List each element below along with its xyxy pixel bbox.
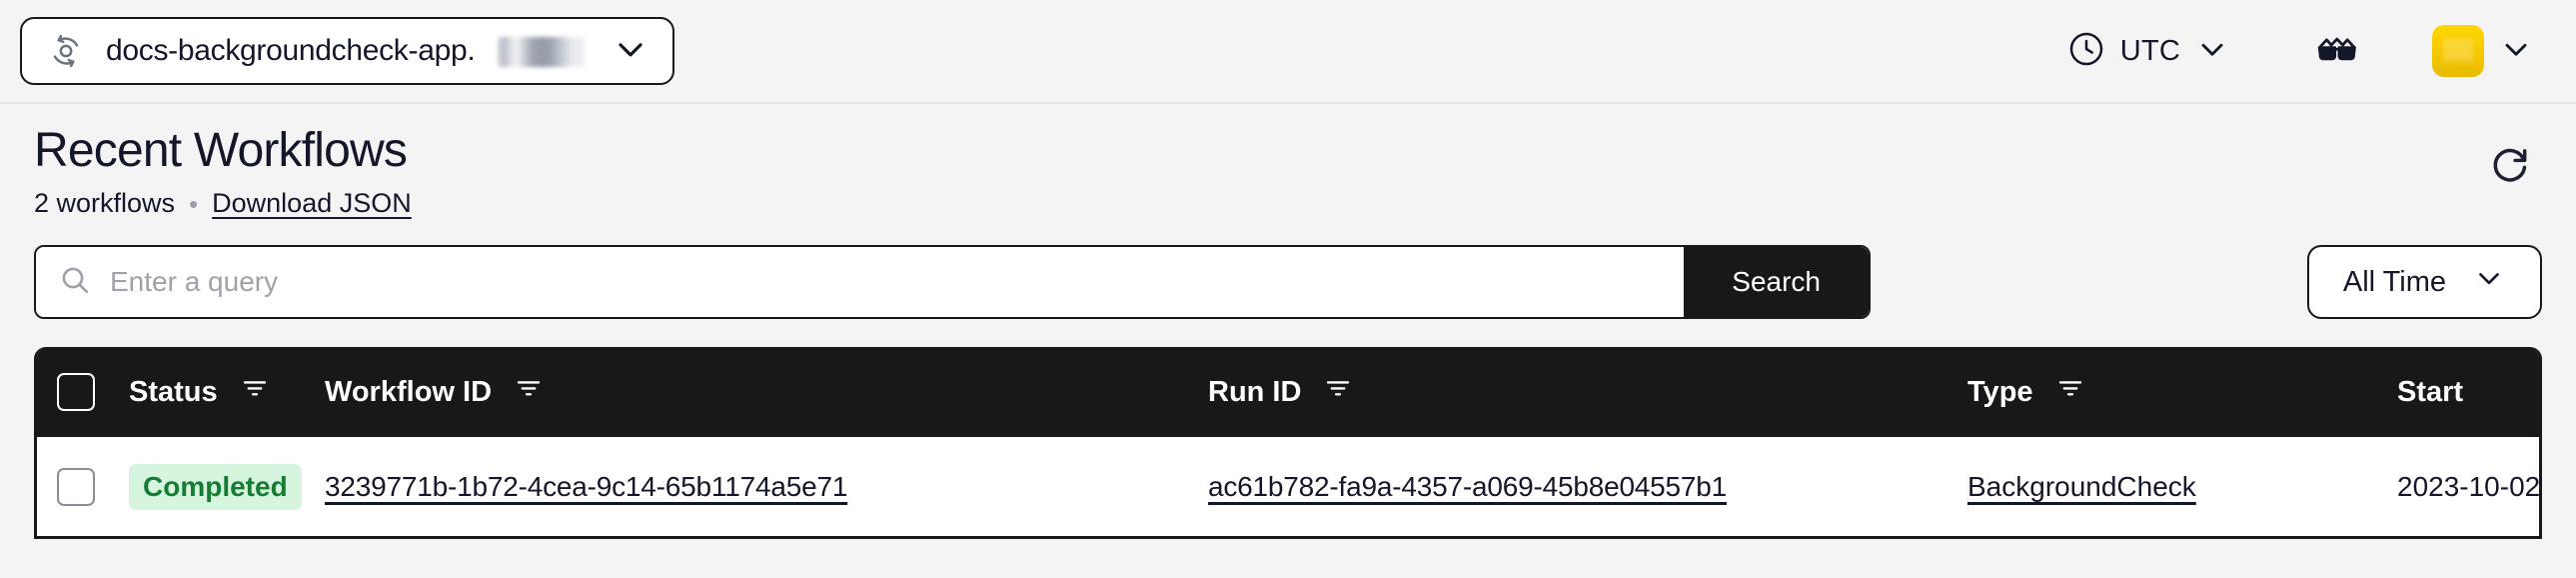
filter-icon[interactable] [1323,373,1353,411]
timezone-label: UTC [2119,34,2180,67]
top-bar: docs-backgroundcheck-app. UTC [0,0,2576,104]
header-label-run-id: Run ID [1208,375,1302,408]
row-select-checkbox[interactable] [57,467,95,506]
row-cell-start: 2023-10-02 UT [2397,437,2539,537]
header-cell-status: Status [129,347,325,437]
chevron-down-icon [2472,261,2506,303]
chevron-down-icon [2194,31,2230,72]
page-header: Recent Workflows 2 workflows • Download … [34,104,2542,219]
search-row: Search All Time [34,245,2542,320]
header-cell-run-id: Run ID [1208,347,1967,437]
start-time: 2023-10-02 UT [2397,470,2539,502]
refresh-icon [2488,141,2532,188]
filter-icon[interactable] [2055,373,2085,411]
row-cell-workflow-id: 3239771b-1b72-4cea-9c14-65b1174a5e71 [325,437,1208,537]
run-id-link[interactable]: ac61b782-fa9a-4357-a069-45b8e04557b1 [1208,470,1728,502]
header-cell-type: Type [1967,347,2397,437]
table-header-row: Status Workflow ID [37,347,2539,438]
search-bar: Search [34,245,1871,320]
chevron-down-icon [2498,31,2534,72]
table-row[interactable]: Completed 3239771b-1b72-4cea-9c14-65b117… [37,437,2539,538]
refresh-button[interactable] [2478,132,2542,196]
filter-icon[interactable] [514,373,544,411]
search-icon [58,263,92,302]
header-label-type: Type [1967,375,2033,408]
search-field[interactable] [36,247,1685,318]
namespace-redacted-block [495,31,591,71]
download-json-link[interactable]: Download JSON [212,188,412,219]
row-cell-status: Completed [129,437,325,537]
header-cell-checkbox [37,347,129,437]
workflow-type-link[interactable]: BackgroundCheck [1967,470,2196,502]
namespace-label: docs-backgroundcheck-app. [106,34,476,67]
namespace-selector[interactable]: docs-backgroundcheck-app. [20,17,675,85]
page-content: Recent Workflows 2 workflows • Download … [0,104,2576,539]
row-cell-run-id: ac61b782-fa9a-4357-a069-45b8e04557b1 [1208,437,1967,537]
sunglasses-toggle[interactable] [2304,20,2370,83]
user-menu[interactable] [2422,19,2544,83]
namespace-orbit-icon [46,31,86,71]
row-cell-type: BackgroundCheck [1967,437,2397,537]
status-badge: Completed [129,463,302,510]
header-label-start: Start [2397,375,2464,408]
time-range-label: All Time [2342,265,2446,298]
header-cell-start: Start [2397,347,2539,437]
avatar [2432,25,2484,77]
timezone-selector[interactable]: UTC [2056,23,2240,80]
page-title: Recent Workflows [34,124,408,177]
separator-dot: • [189,188,199,219]
time-range-filter[interactable]: All Time [2306,245,2542,320]
row-cell-checkbox [37,437,129,537]
select-all-checkbox[interactable] [57,373,95,412]
filter-icon[interactable] [240,373,270,411]
workflow-id-link[interactable]: 3239771b-1b72-4cea-9c14-65b1174a5e71 [325,470,848,502]
topbar-right-group: UTC [2056,19,2544,83]
header-label-status: Status [129,375,218,408]
chevron-down-icon[interactable] [611,29,650,74]
clock-icon [2066,29,2106,74]
header-cell-workflow-id: Workflow ID [325,347,1208,437]
workflow-count: 2 workflows [34,188,176,219]
header-label-workflow-id: Workflow ID [325,375,493,408]
search-button[interactable]: Search [1684,247,1869,318]
page-subline: 2 workflows • Download JSON [34,188,412,219]
search-input[interactable] [110,266,1685,299]
sunglasses-icon [2314,26,2360,77]
workflows-table: Status Workflow ID [34,347,2542,539]
